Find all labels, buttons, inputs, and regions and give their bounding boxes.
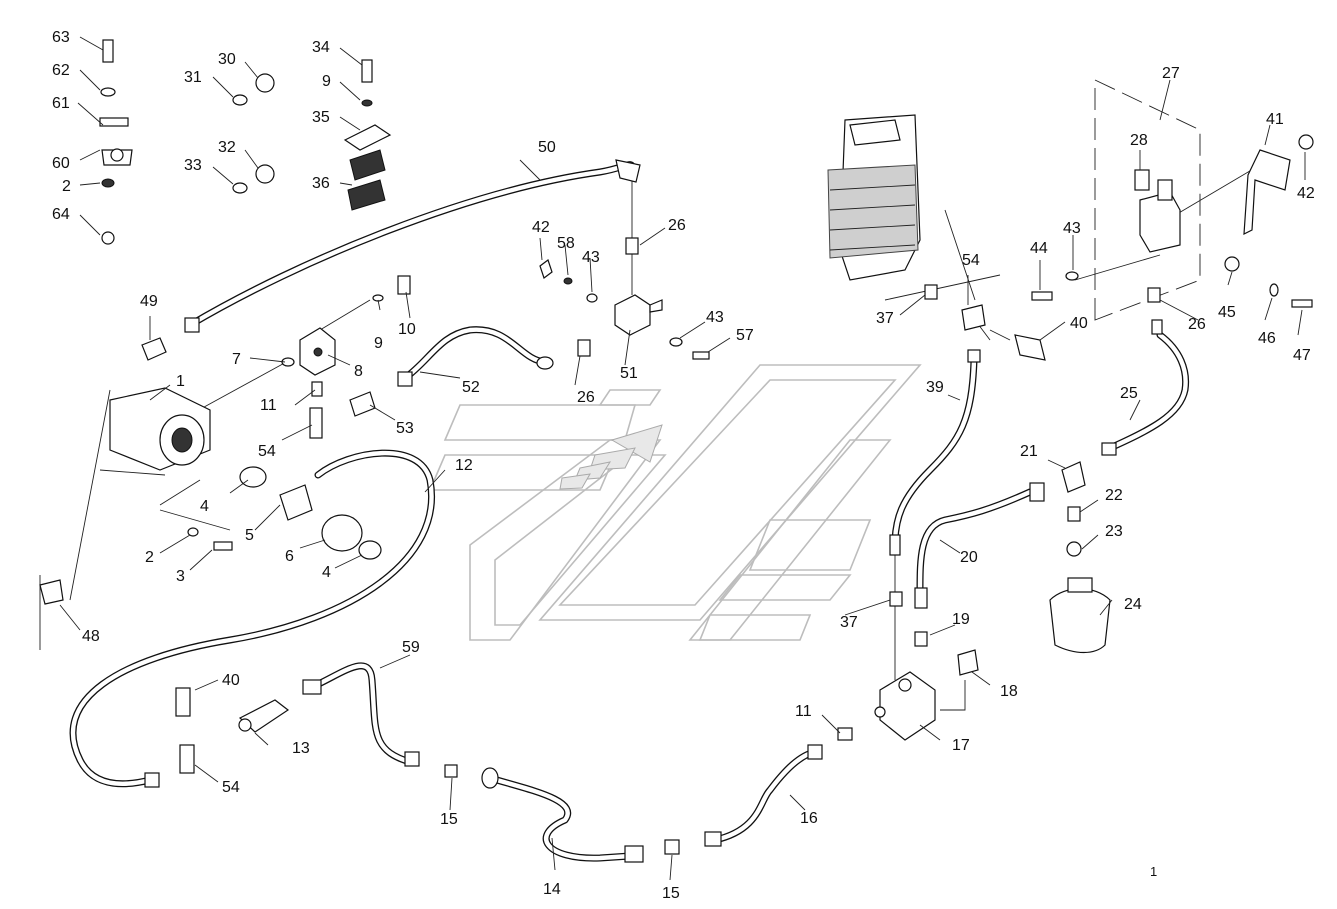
hose-12 [69,449,435,788]
callout-9-mid: 9 [374,335,383,352]
part-17-valve [874,671,936,741]
page-number: 1 [1150,864,1157,879]
callout-16: 16 [800,810,818,827]
callout-40-left: 40 [222,672,240,689]
callout-26-mid: 26 [577,389,595,406]
callout-39: 39 [926,379,944,396]
callout-49: 49 [140,293,158,310]
callout-7: 7 [232,351,241,368]
callout-58: 58 [557,235,575,252]
control-valve-block [827,114,921,281]
callout-57: 57 [736,327,754,344]
callout-64: 64 [52,206,70,223]
callout-48: 48 [82,628,100,645]
part-24-reservoir [1049,577,1111,654]
callout-12: 12 [455,457,473,474]
callout-6: 6 [285,548,294,565]
part-8-block [299,327,336,376]
callout-26-top: 26 [668,217,686,234]
callout-15-a: 15 [440,811,458,828]
callout-62: 62 [52,62,70,79]
callout-43-mid: 43 [582,249,600,266]
hose-20 [916,488,1034,594]
callout-47: 47 [1293,347,1311,364]
callout-28: 28 [1130,132,1148,149]
callout-63: 63 [52,29,70,46]
callout-54-right: 54 [962,252,980,269]
part-28-solenoid [1134,169,1181,253]
fittings [39,39,1314,863]
callout-31: 31 [184,69,202,86]
part-36-clamp [343,124,392,211]
callout-3: 3 [176,568,185,585]
callout-37-top: 37 [876,310,894,327]
callout-35: 35 [312,109,330,126]
callout-4-b: 4 [322,564,331,581]
hose-16 [711,748,819,844]
callout-13: 13 [292,740,310,757]
hose-52 [401,326,549,382]
hose-39 [891,356,978,544]
part-13-filter [238,699,290,733]
callout-43-right-top: 43 [1063,220,1081,237]
callout-10: 10 [398,321,416,338]
part-51-block [614,294,663,336]
callout-61: 61 [52,95,70,112]
watermark-logo [428,364,922,641]
callout-8: 8 [354,363,363,380]
callout-54-left: 54 [258,443,276,460]
callout-42-mid: 42 [532,219,550,236]
callout-54-bottom: 54 [222,779,240,796]
callout-25: 25 [1120,385,1138,402]
callout-23: 23 [1105,523,1123,540]
callout-20: 20 [960,549,978,566]
callout-18: 18 [1000,683,1018,700]
callout-9-top: 9 [322,73,331,90]
callout-2-mid: 2 [145,549,154,566]
callout-30: 30 [218,51,236,68]
callout-45: 45 [1218,304,1236,321]
part-41-bracket [1243,149,1291,236]
callout-11-top: 11 [260,397,277,414]
callout-5: 5 [245,527,254,544]
callout-21: 21 [1020,443,1038,460]
callout-19: 19 [952,611,970,628]
callout-59: 59 [402,639,420,656]
callout-42-right: 42 [1297,185,1315,202]
callout-40-right: 40 [1070,315,1088,332]
callout-17: 17 [952,737,970,754]
part-60-clamp [99,117,133,166]
callout-34: 34 [312,39,330,56]
part-1-pump [109,387,211,471]
callout-22: 22 [1105,487,1123,504]
callout-leaders [59,36,1306,881]
callout-60: 60 [52,155,70,172]
callout-43-right: 43 [706,309,724,326]
callout-11-bottom: 11 [795,703,812,720]
callout-46: 46 [1258,330,1276,347]
hose-59-14 [306,662,634,862]
callout-24: 24 [1124,596,1142,613]
callout-14: 14 [543,881,561,898]
callout-36: 36 [312,175,330,192]
callout-52: 52 [462,379,480,396]
callout-15-b: 15 [662,885,680,902]
callout-2: 2 [62,178,71,195]
callout-44: 44 [1030,240,1048,257]
callout-26-right: 26 [1188,316,1206,333]
hose-25 [1106,331,1190,452]
callout-33: 33 [184,157,202,174]
callout-4-a: 4 [200,498,209,515]
callout-labels: 63 62 61 60 2 64 30 31 32 33 34 9 35 36 … [52,29,1315,902]
callout-1: 1 [176,373,185,390]
callout-27: 27 [1162,65,1180,82]
callout-41: 41 [1266,111,1284,128]
callout-37-bottom: 37 [840,614,858,631]
callout-32: 32 [218,139,236,156]
callout-51: 51 [620,365,638,382]
callout-53: 53 [396,420,414,437]
callout-50: 50 [538,139,556,156]
